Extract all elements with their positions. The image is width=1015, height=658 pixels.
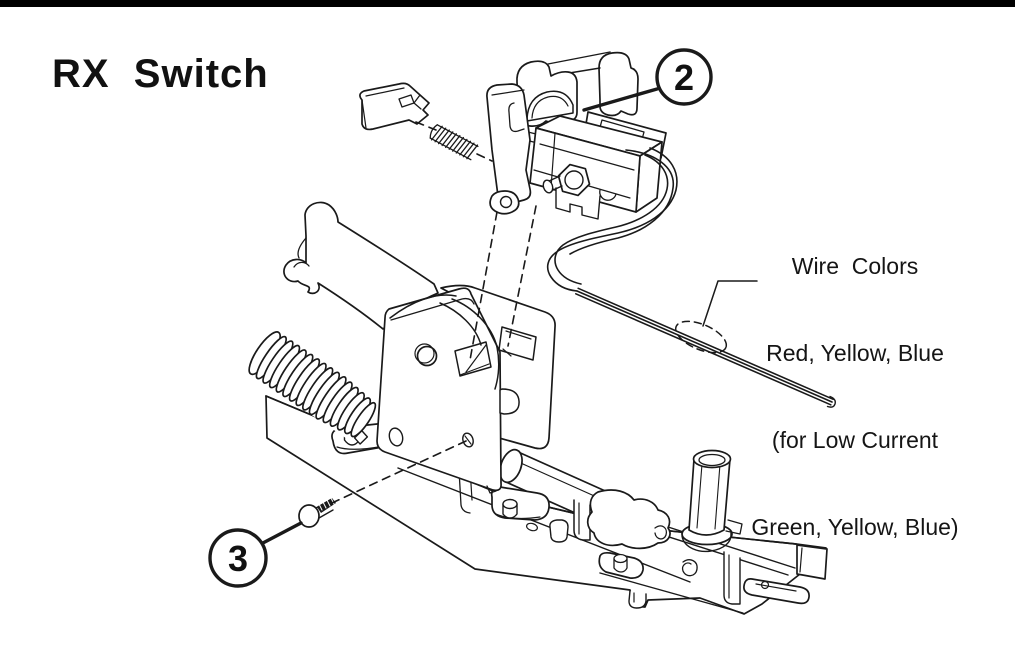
callout-3-number: 3	[228, 538, 248, 579]
switch-mount-front-plate	[376, 287, 520, 494]
callout-2-number: 2	[674, 57, 694, 98]
top-border-rule	[0, 0, 1015, 7]
wire-colors-note-line3: (for Low Current	[771, 427, 939, 453]
base-details	[458, 467, 569, 543]
wire-note-leader-line	[702, 280, 758, 327]
rx-switch-assembly	[486, 51, 667, 220]
figure-title: RX Switch	[52, 52, 269, 96]
wire-colors-note-line1: Wire Colors	[791, 253, 919, 279]
handle-arm	[283, 201, 439, 330]
callout-2: 2	[582, 48, 713, 112]
callout-2-circle	[655, 48, 713, 106]
wire-colors-note-line2: Red, Yellow, Blue	[766, 340, 944, 366]
mounting-screw	[298, 497, 336, 528]
cylinder-post	[681, 449, 743, 553]
callout-3-circle	[208, 528, 268, 588]
return-spring	[429, 124, 479, 161]
latch-clip	[359, 82, 430, 131]
cable-strap	[573, 499, 591, 541]
callout-3-leader	[259, 521, 303, 546]
base-pad	[598, 551, 644, 579]
arm-arc-behind-plate	[389, 294, 500, 390]
wire-colors-note-line4: Green, Yellow, Blue)	[751, 514, 959, 540]
callout-2-leader	[582, 87, 659, 112]
alignment-dashes	[331, 121, 537, 504]
wire-colors-note: Wire Colors Red, Yellow, Blue (for Low C…	[738, 194, 972, 600]
cam-lever	[586, 489, 671, 550]
switch-wires	[546, 147, 836, 408]
corrugated-tube	[248, 331, 379, 445]
callout-3: 3	[208, 521, 303, 588]
wire-highlight-ellipse	[674, 320, 728, 354]
